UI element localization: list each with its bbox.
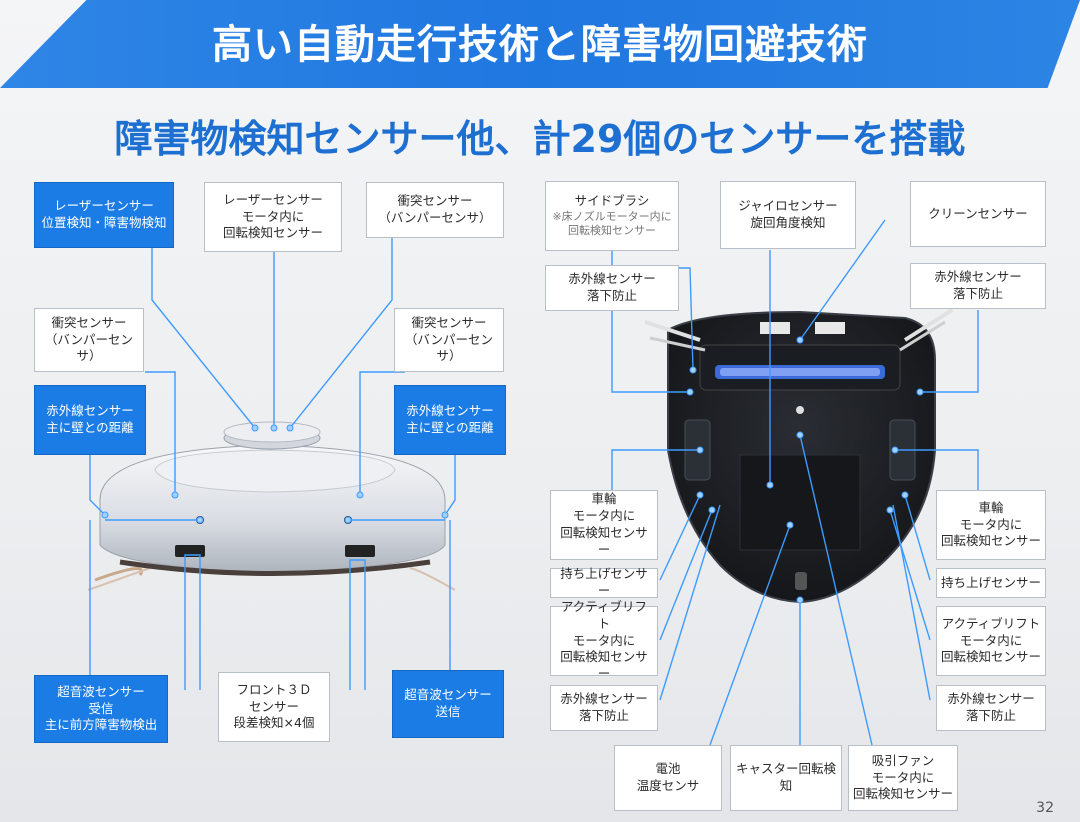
- label-line: 回転検知センサー: [560, 649, 648, 682]
- label-line: 持ち上げセンサー: [941, 574, 1042, 590]
- label-line: モータ内に: [871, 769, 935, 785]
- label-line: 主に前方障害物検出: [44, 717, 158, 733]
- label-line: キャスター回転検知: [735, 761, 836, 793]
- label-line: モータ内に: [959, 632, 1023, 648]
- label-line: 衝突センサー: [51, 314, 127, 330]
- page-number: 32: [1036, 800, 1054, 816]
- label-line: 送信: [435, 704, 461, 719]
- label-side-brush: サイドブラシ ※床ノズルモーター内に 回転検知センサー: [545, 181, 679, 251]
- label-line: ※床ノズルモーター内に: [552, 209, 672, 223]
- label-laser-motor: レーザーセンサー モータ内に 回転検知センサー: [204, 182, 342, 252]
- label-line: 車輪: [591, 491, 617, 507]
- label-line: 衝突センサー: [397, 193, 473, 209]
- label-battery: 電池 温度センサ: [614, 745, 722, 811]
- label-ir-drop-top-left: 赤外線センサー 落下防止: [545, 265, 679, 311]
- label-line: （バンパーセンサ）: [404, 331, 494, 364]
- label-line: センサー: [248, 698, 299, 714]
- label-line: 赤外線センサー: [947, 691, 1035, 707]
- label-line: （バンパーセンサ）: [378, 210, 492, 225]
- label-line: 回転検知センサー: [853, 786, 954, 802]
- label-ir-drop-bottom-right: 赤外線センサー 落下防止: [936, 685, 1046, 731]
- label-line: 衝突センサー: [411, 314, 487, 330]
- label-line: 主に壁との距離: [406, 420, 494, 435]
- label-suction-fan: 吸引ファン モータ内に 回転検知センサー: [848, 745, 958, 811]
- label-clean-sensor: クリーンセンサー: [910, 181, 1046, 247]
- label-line: 落下防止: [965, 708, 1016, 723]
- label-line: 赤外線センサー: [46, 403, 134, 419]
- label-line: モータ内に: [241, 208, 305, 224]
- label-front-3d: フロント３Ｄ センサー 段差検知×4個: [218, 672, 330, 742]
- label-lift-left: 持ち上げセンサー: [550, 566, 658, 598]
- label-line: 超音波センサー: [57, 683, 145, 699]
- label-ultrasonic-sender: 超音波センサー 送信: [392, 670, 504, 738]
- robot-front-view: [87, 421, 456, 591]
- label-line: 受信: [88, 700, 114, 716]
- label-line: 超音波センサー: [404, 687, 492, 703]
- label-ultrasonic-receiver: 超音波センサー 受信 主に前方障害物検出: [34, 675, 168, 743]
- label-line: 落下防止: [952, 286, 1003, 301]
- label-line: 段差検知×4個: [233, 715, 315, 731]
- label-caster: キャスター回転検知: [730, 745, 842, 811]
- label-bumper-right: 衝突センサー （バンパーセンサ）: [394, 308, 504, 372]
- label-line: 主に壁との距離: [46, 420, 134, 435]
- label-wheel-left: 車輪 モータ内に 回転検知センサー: [550, 490, 658, 560]
- label-line: 落下防止: [578, 708, 629, 723]
- label-line: モータ内に: [959, 516, 1023, 532]
- label-line: 車輪: [978, 499, 1004, 515]
- label-line: 持ち上げセンサー: [560, 566, 648, 598]
- label-line: （バンパーセンサ）: [44, 331, 134, 364]
- label-ir-drop-bottom-left: 赤外線センサー 落下防止: [550, 685, 658, 731]
- label-line: 電池: [655, 761, 681, 777]
- label-line: 温度センサ: [636, 778, 700, 793]
- label-line: 吸引ファン: [871, 752, 935, 768]
- label-line: レーザーセンサー: [223, 191, 323, 207]
- label-active-lift-right: アクティブリフト モータ内に 回転検知センサー: [936, 606, 1046, 676]
- header-band: [0, 0, 1080, 88]
- robot-bottom-view: [644, 308, 954, 604]
- label-line: 位置検知・障害物検知: [41, 215, 167, 230]
- label-line: 赤外線センサー: [406, 403, 494, 419]
- label-line: 赤外線センサー: [934, 269, 1022, 285]
- label-line: フロント３Ｄ: [236, 681, 312, 697]
- label-line: 回転検知センサー: [941, 649, 1042, 665]
- label-line: 回転検知センサー: [941, 533, 1042, 549]
- label-line: 回転検知センサー: [222, 225, 323, 241]
- label-line: アクティブリフト: [941, 615, 1041, 631]
- label-line: レーザーセンサー: [54, 198, 154, 214]
- label-gyro: ジャイロセンサー 旋回角度検知: [720, 181, 856, 249]
- label-lift-right: 持ち上げセンサー: [936, 568, 1046, 598]
- label-line: サイドブラシ: [574, 192, 650, 208]
- label-ir-drop-top-right: 赤外線センサー 落下防止: [910, 263, 1046, 309]
- label-ir-right: 赤外線センサー 主に壁との距離: [394, 385, 506, 455]
- label-line: 赤外線センサー: [560, 691, 648, 707]
- label-line: ジャイロセンサー: [738, 198, 838, 214]
- label-active-lift-left: アクティブリフト モータ内に 回転検知センサー: [550, 599, 658, 681]
- label-line: アクティブリフト: [560, 598, 648, 631]
- label-line: モータ内に: [572, 632, 636, 648]
- label-line: 旋回角度検知: [750, 215, 826, 230]
- label-ir-left: 赤外線センサー 主に壁との距離: [34, 385, 146, 455]
- label-line: クリーンセンサー: [928, 205, 1028, 221]
- label-line: 回転検知センサー: [568, 224, 656, 238]
- slide-subtitle: 障害物検知センサー他、計29個のセンサーを搭載: [114, 117, 966, 161]
- label-bumper-left: 衝突センサー （バンパーセンサ）: [34, 308, 144, 372]
- label-bumper-top: 衝突センサー （バンパーセンサ）: [366, 182, 504, 238]
- label-laser-position: レーザーセンサー 位置検知・障害物検知: [34, 182, 174, 248]
- slide-title: 高い自動走行技術と障害物回避技術: [212, 22, 868, 68]
- label-line: 赤外線センサー: [568, 271, 656, 287]
- label-wheel-right: 車輪 モータ内に 回転検知センサー: [936, 490, 1046, 560]
- label-line: 落下防止: [586, 288, 637, 303]
- label-line: 回転検知センサー: [560, 525, 648, 557]
- label-line: モータ内に: [572, 508, 636, 524]
